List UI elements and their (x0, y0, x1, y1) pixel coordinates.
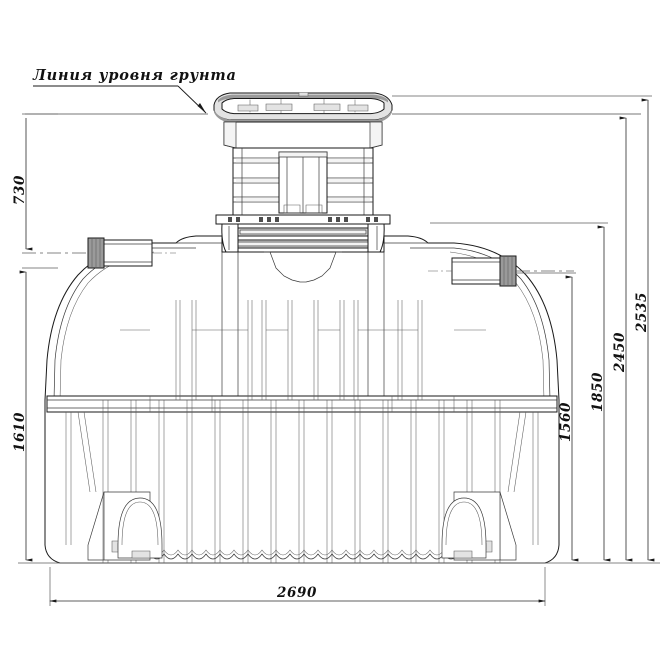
dimension-1560-label: 1560 (558, 402, 574, 442)
upper-body-ribs (120, 252, 486, 400)
dimension-1560: 1560 (516, 272, 579, 562)
left-foot (88, 492, 162, 560)
dimension-1850-label: 1850 (590, 372, 606, 412)
bottom-scallop (150, 550, 458, 559)
right-foot (442, 492, 516, 560)
inlet-pipe (22, 238, 176, 268)
annotation-ground-level: Линия уровня грунта (32, 67, 237, 114)
dimension-1850: 1850 (430, 222, 611, 562)
dimension-2535: 2535 (392, 95, 655, 562)
annotation-ground-level-text: Линия уровня грунта (32, 67, 237, 84)
dimension-730-label: 730 (12, 175, 28, 205)
tank-body (45, 236, 559, 563)
dimension-1610: 1610 (12, 267, 58, 562)
dimension-1610-label: 1610 (12, 412, 28, 452)
dimension-2690: 2690 (49, 567, 546, 606)
dimension-2450: 2450 (612, 116, 633, 562)
lid (214, 93, 392, 123)
dimension-2450-label: 2450 (612, 332, 628, 373)
neck-flange (216, 215, 390, 252)
outlet-pipe (428, 256, 574, 286)
riser-neck (224, 122, 382, 215)
dimension-2690-label: 2690 (276, 585, 317, 601)
dimension-2535-label: 2535 (634, 292, 650, 333)
dimension-730: 730 (12, 113, 58, 251)
